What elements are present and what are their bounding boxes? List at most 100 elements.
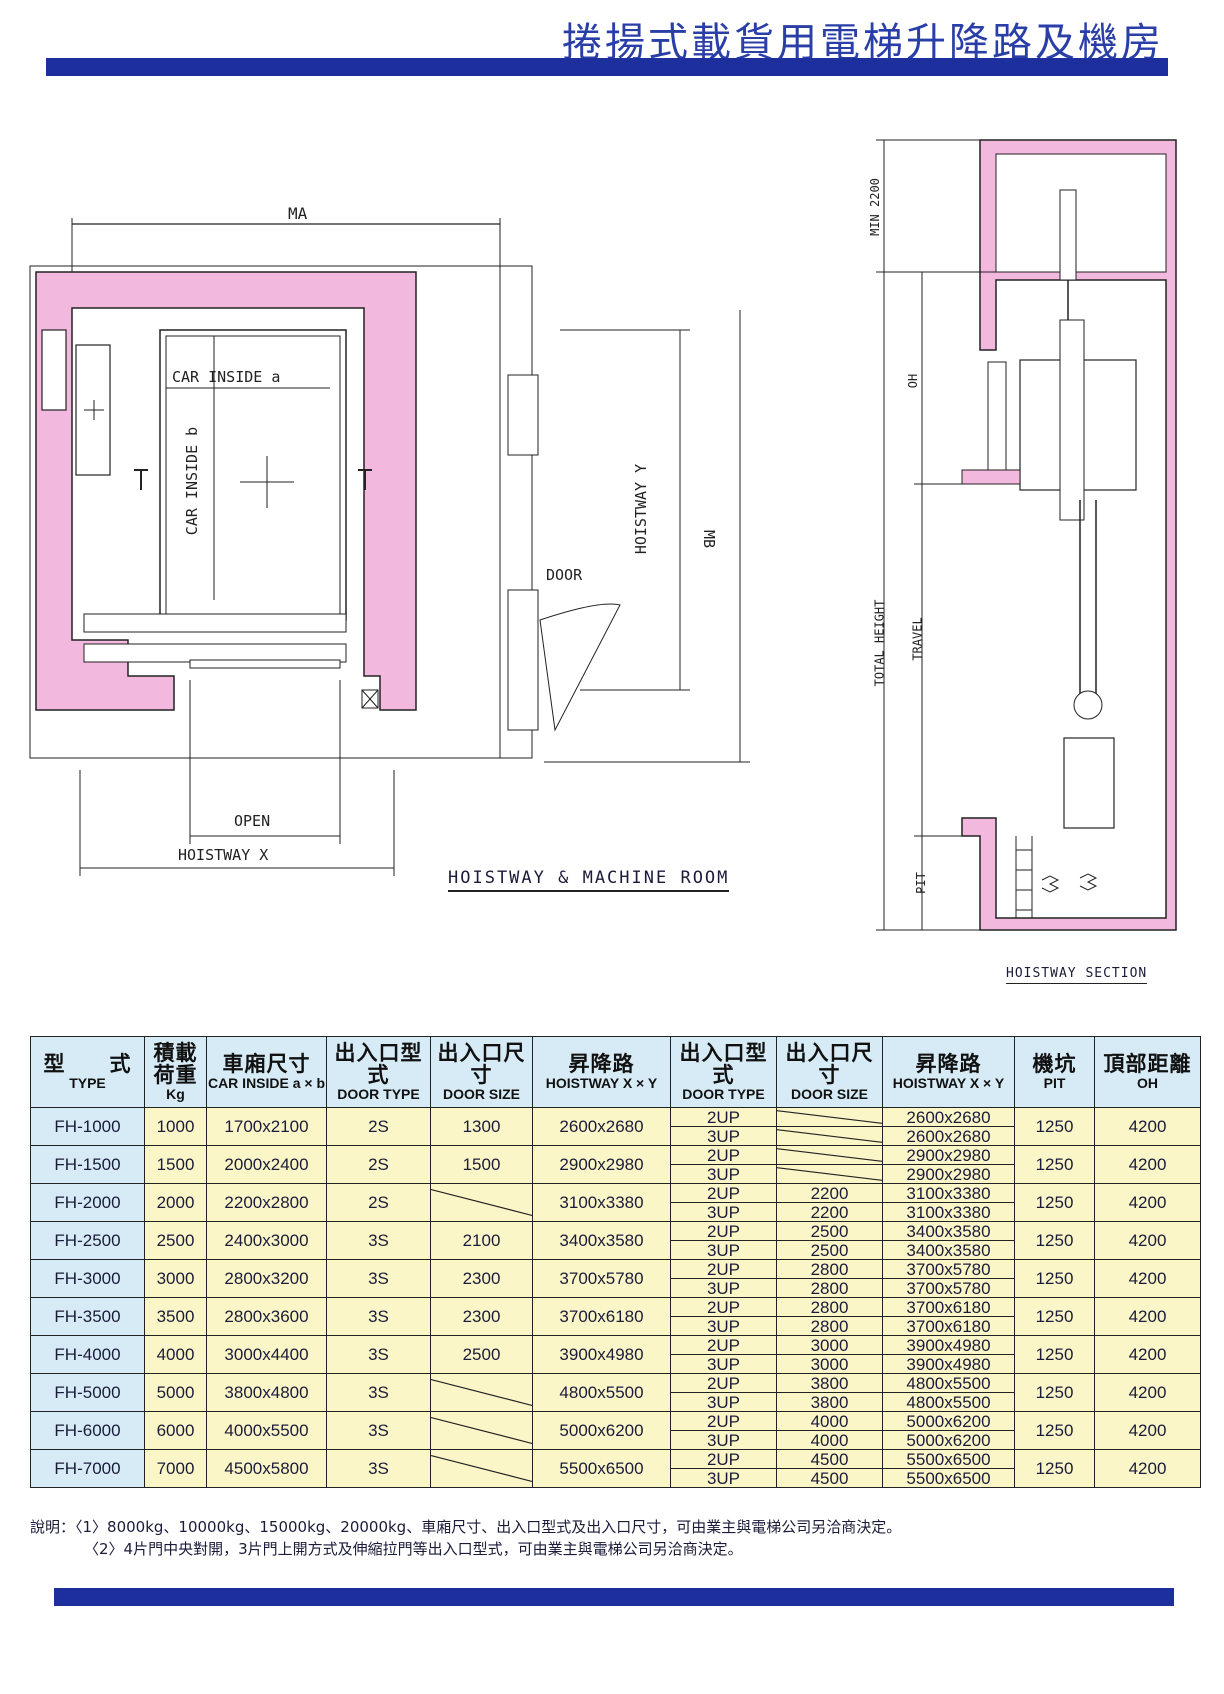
cell-sub-door-size: 2200: [776, 1202, 883, 1222]
cell-door-size: 2500: [430, 1335, 533, 1374]
cell-sub-hoistway: 5500x6500: [882, 1468, 1015, 1488]
cell-pit: 1250: [1014, 1335, 1095, 1374]
cell-kg: 5000: [144, 1373, 207, 1412]
mb-label: MB: [700, 529, 719, 549]
cell-sub-door-type: 3UP: [670, 1392, 777, 1412]
cell-hoistway: 5500x6500: [532, 1449, 671, 1488]
cell-sub-door-type: 3UP: [670, 1430, 777, 1450]
cell-sub-door-size: 2500: [776, 1221, 883, 1241]
cell-pit: 1250: [1014, 1221, 1095, 1260]
cell-oh: 4200: [1094, 1107, 1201, 1146]
cell-sub-door-type: 2UP: [670, 1259, 777, 1279]
cell-car: 3800x4800: [206, 1373, 327, 1412]
cell-hoistway: 3900x4980: [532, 1335, 671, 1374]
cell-sub-door-size: 4500: [776, 1468, 883, 1488]
cell-sub-door-type: 2UP: [670, 1297, 777, 1317]
cell-car: 4000x5500: [206, 1411, 327, 1450]
cell-sub-hoistway: 2600x2680: [882, 1107, 1015, 1127]
cell-type: FH-5000: [30, 1373, 145, 1412]
cell-pit: 1250: [1014, 1183, 1095, 1222]
cell-car: 2800x3600: [206, 1297, 327, 1336]
cell-pit: 1250: [1014, 1107, 1095, 1146]
cell-door-size: 2100: [430, 1221, 533, 1260]
cell-sub-door-size: 4000: [776, 1430, 883, 1450]
bottom-divider-bar: [54, 1588, 1174, 1606]
cell-oh: 4200: [1094, 1449, 1201, 1488]
cell-sub-door-type: 2UP: [670, 1335, 777, 1355]
car-inside-b-label: CAR INSIDE b: [183, 426, 202, 536]
cell-sub-hoistway: 3400x3580: [882, 1221, 1015, 1241]
cell-kg: 1500: [144, 1145, 207, 1184]
hoistway-plan-drawing: [29, 139, 1177, 931]
cell-sub-door-size: 2800: [776, 1278, 883, 1298]
cell-type: FH-4000: [30, 1335, 145, 1374]
cell-type: FH-1000: [30, 1107, 145, 1146]
hoistway-x-label: HOISTWAY X: [178, 846, 269, 864]
cell-kg: 3500: [144, 1297, 207, 1336]
cell-sub-door-type: 2UP: [670, 1411, 777, 1431]
car-inside-a-label: CAR INSIDE a: [172, 368, 281, 386]
notes: 說明：〈1〉8000kg、10000kg、15000kg、20000kg、車廂尺…: [30, 1516, 901, 1560]
total-height-label: TOTAL HEIGHT: [872, 599, 887, 687]
cell-door-type: 3S: [326, 1411, 431, 1450]
cell-door-type: 3S: [326, 1221, 431, 1260]
cell-kg: 6000: [144, 1411, 207, 1450]
cell-sub-door-type: 2UP: [670, 1449, 777, 1469]
cell-sub-door-type: 2UP: [670, 1107, 777, 1127]
cell-oh: 4200: [1094, 1335, 1201, 1374]
cell-type: FH-7000: [30, 1449, 145, 1488]
cell-door-type: 3S: [326, 1259, 431, 1298]
cell-hoistway: 3400x3580: [532, 1221, 671, 1260]
cell-sub-door-type: 2UP: [670, 1221, 777, 1241]
cell-sub-hoistway: 5000x6200: [882, 1411, 1015, 1431]
cell-sub-hoistway: 3900x4980: [882, 1335, 1015, 1355]
cell-sub-door-size: [776, 1107, 883, 1127]
cell-type: FH-2500: [30, 1221, 145, 1260]
oh-label: OH: [906, 373, 921, 389]
cell-sub-door-size: [776, 1145, 883, 1165]
cell-car: 4500x5800: [206, 1449, 327, 1488]
cell-oh: 4200: [1094, 1373, 1201, 1412]
cell-sub-door-size: [776, 1126, 883, 1146]
cell-oh: 4200: [1094, 1411, 1201, 1450]
cell-car: 2000x2400: [206, 1145, 327, 1184]
cell-door-type: 2S: [326, 1183, 431, 1222]
cell-car: 2400x3000: [206, 1221, 327, 1260]
cell-sub-door-size: 2800: [776, 1297, 883, 1317]
cell-sub-door-type: 3UP: [670, 1202, 777, 1222]
cell-car: 1700x2100: [206, 1107, 327, 1146]
section-caption: HOISTWAY SECTION: [1006, 966, 1148, 984]
plan-caption: HOISTWAY & MACHINE ROOM: [448, 868, 730, 892]
cell-pit: 1250: [1014, 1297, 1095, 1336]
cell-hoistway: 4800x5500: [532, 1373, 671, 1412]
cell-kg: 1000: [144, 1107, 207, 1146]
door-label: DOOR: [546, 566, 583, 584]
hoistway-y-label: HOISTWAY Y: [632, 463, 651, 555]
travel-label: TRAVEL: [910, 617, 925, 661]
cell-kg: 3000: [144, 1259, 207, 1298]
cell-sub-door-type: 3UP: [670, 1316, 777, 1336]
cell-door-size: [430, 1373, 533, 1412]
cell-door-size: 2300: [430, 1259, 533, 1298]
cell-sub-door-size: 2200: [776, 1183, 883, 1203]
cell-oh: 4200: [1094, 1259, 1201, 1298]
cell-sub-door-size: 2500: [776, 1240, 883, 1260]
cell-door-type: 3S: [326, 1297, 431, 1336]
cell-sub-door-type: 3UP: [670, 1278, 777, 1298]
cell-sub-hoistway: 2900x2980: [882, 1164, 1015, 1184]
cell-type: FH-1500: [30, 1145, 145, 1184]
